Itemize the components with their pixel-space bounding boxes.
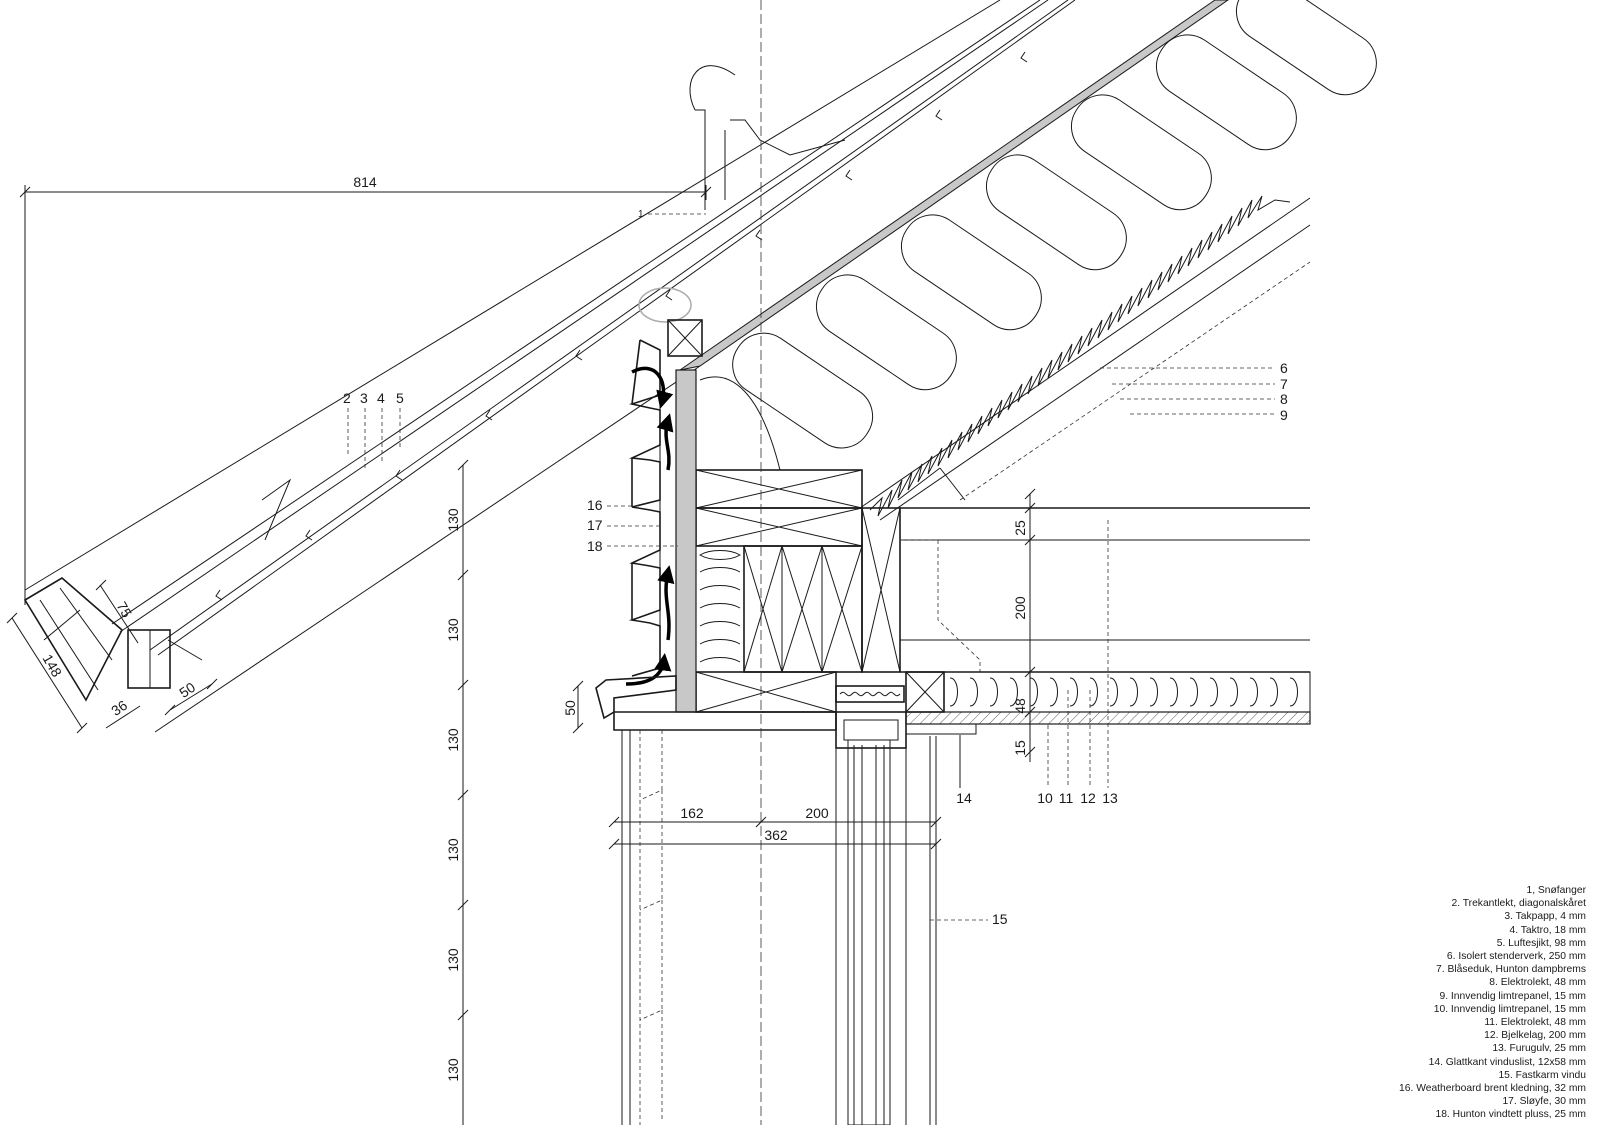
dim-wall-inner: 200	[805, 805, 829, 821]
legend-item: 16. Weatherboard brent kledning, 32 mm	[1399, 1083, 1586, 1095]
dim-board: 50	[176, 679, 198, 701]
dim-overhang: 814	[353, 174, 377, 190]
callout-12: 12	[1080, 790, 1096, 806]
weatherboard-cladding	[625, 339, 675, 686]
dim-batten: 36	[108, 697, 130, 719]
legend-item: 12. Bjelkelag, 200 mm	[1484, 1030, 1586, 1042]
callout-6: 6	[1280, 360, 1288, 376]
dim-course-2: 130	[445, 618, 461, 642]
callout-15: 15	[992, 911, 1008, 927]
gutter-bracket	[127, 629, 203, 689]
snow-guard	[638, 65, 846, 323]
callout-3: 3	[360, 390, 368, 406]
wind-barrier-board	[675, 369, 697, 713]
legend-item: 4. Taktro, 18 mm	[1509, 924, 1587, 936]
legend-item: 17. Sløyfe, 30 mm	[1502, 1096, 1586, 1108]
legend-item: 3. Takpapp, 4 mm	[1504, 911, 1586, 923]
dim-floor-top: 25	[1012, 520, 1028, 536]
callout-14: 14	[956, 790, 972, 806]
callout-7: 7	[1280, 376, 1288, 392]
legend-item: 6. Isolert stenderverk, 250 mm	[1446, 951, 1586, 963]
roof-insulation	[699, 0, 1377, 471]
callout-13: 13	[1102, 790, 1118, 806]
dim-gap: 50	[562, 700, 578, 716]
dim-fascia-depth: 148	[40, 651, 66, 679]
wall-plates	[695, 469, 901, 713]
callout-11: 11	[1059, 790, 1074, 806]
legend-item: 18. Hunton vindtett pluss, 25 mm	[1435, 1109, 1586, 1121]
dim-wall-outer: 162	[680, 805, 704, 821]
legend-item: 8. Elektrolekt, 48 mm	[1489, 977, 1586, 989]
ridge-block	[667, 319, 703, 357]
dim-course-4: 130	[445, 838, 461, 862]
dim-course-5: 130	[445, 948, 461, 972]
legend-item: 5. Luftesjikt, 98 mm	[1496, 937, 1586, 949]
fascia-board	[23, 577, 123, 702]
legend-item: 7. Blåseduk, Hunton dampbrems	[1436, 964, 1586, 976]
dim-course-3: 130	[445, 728, 461, 752]
legend-item: 15. Fastkarm vindu	[1498, 1069, 1586, 1081]
dimension-lines: 814 130 130 130 130 130 130 75 148 36 50	[6, 174, 1036, 1125]
legend: 1, Snøfanger 2. Trekantlekt, diagonalskå…	[1286, 884, 1586, 1122]
dim-wall-total: 362	[764, 827, 788, 843]
legend-item: 14. Glattkant vinduslist, 12x58 mm	[1428, 1056, 1586, 1068]
callout-18: 18	[587, 538, 603, 554]
roof-assembly	[23, 0, 1229, 733]
callout-labels: 1 2 3 4 5 6 7 8 9 10 11 12 13 14 15 16 1…	[343, 209, 1288, 927]
legend-item: 11. Elektrolekt, 48 mm	[1484, 1017, 1586, 1029]
callout-9: 9	[1280, 407, 1288, 423]
callout-4: 4	[377, 390, 385, 406]
callout-16: 16	[587, 497, 603, 513]
callout-5: 5	[396, 390, 404, 406]
floor-assembly	[900, 507, 1311, 735]
legend-item: 10. Innvendig limtrepanel, 15 mm	[1433, 1003, 1586, 1015]
callout-2: 2	[343, 390, 351, 406]
legend-item: 13. Furugulv, 25 mm	[1492, 1043, 1586, 1055]
dim-joist: 200	[1012, 596, 1028, 620]
dim-course-6: 130	[445, 1058, 461, 1082]
callout-10: 10	[1037, 790, 1053, 806]
legend-item: 2. Trekantlekt, diagonalskåret	[1451, 898, 1586, 910]
callout-8: 8	[1280, 391, 1288, 407]
dim-course-1: 130	[445, 508, 461, 532]
callout-1: 1	[638, 209, 644, 220]
interior-lining-band	[859, 195, 1311, 521]
dim-ceiling: 15	[1012, 740, 1028, 756]
dim-service: 48	[1012, 698, 1028, 714]
wall-below	[621, 730, 663, 1125]
window-head	[835, 685, 937, 1125]
dim-fascia-height: 75	[114, 599, 136, 621]
legend-item: 9. Innvendig limtrepanel, 15 mm	[1439, 990, 1586, 1002]
callout-17: 17	[587, 517, 603, 533]
legend-item: 1, Snøfanger	[1526, 885, 1586, 896]
